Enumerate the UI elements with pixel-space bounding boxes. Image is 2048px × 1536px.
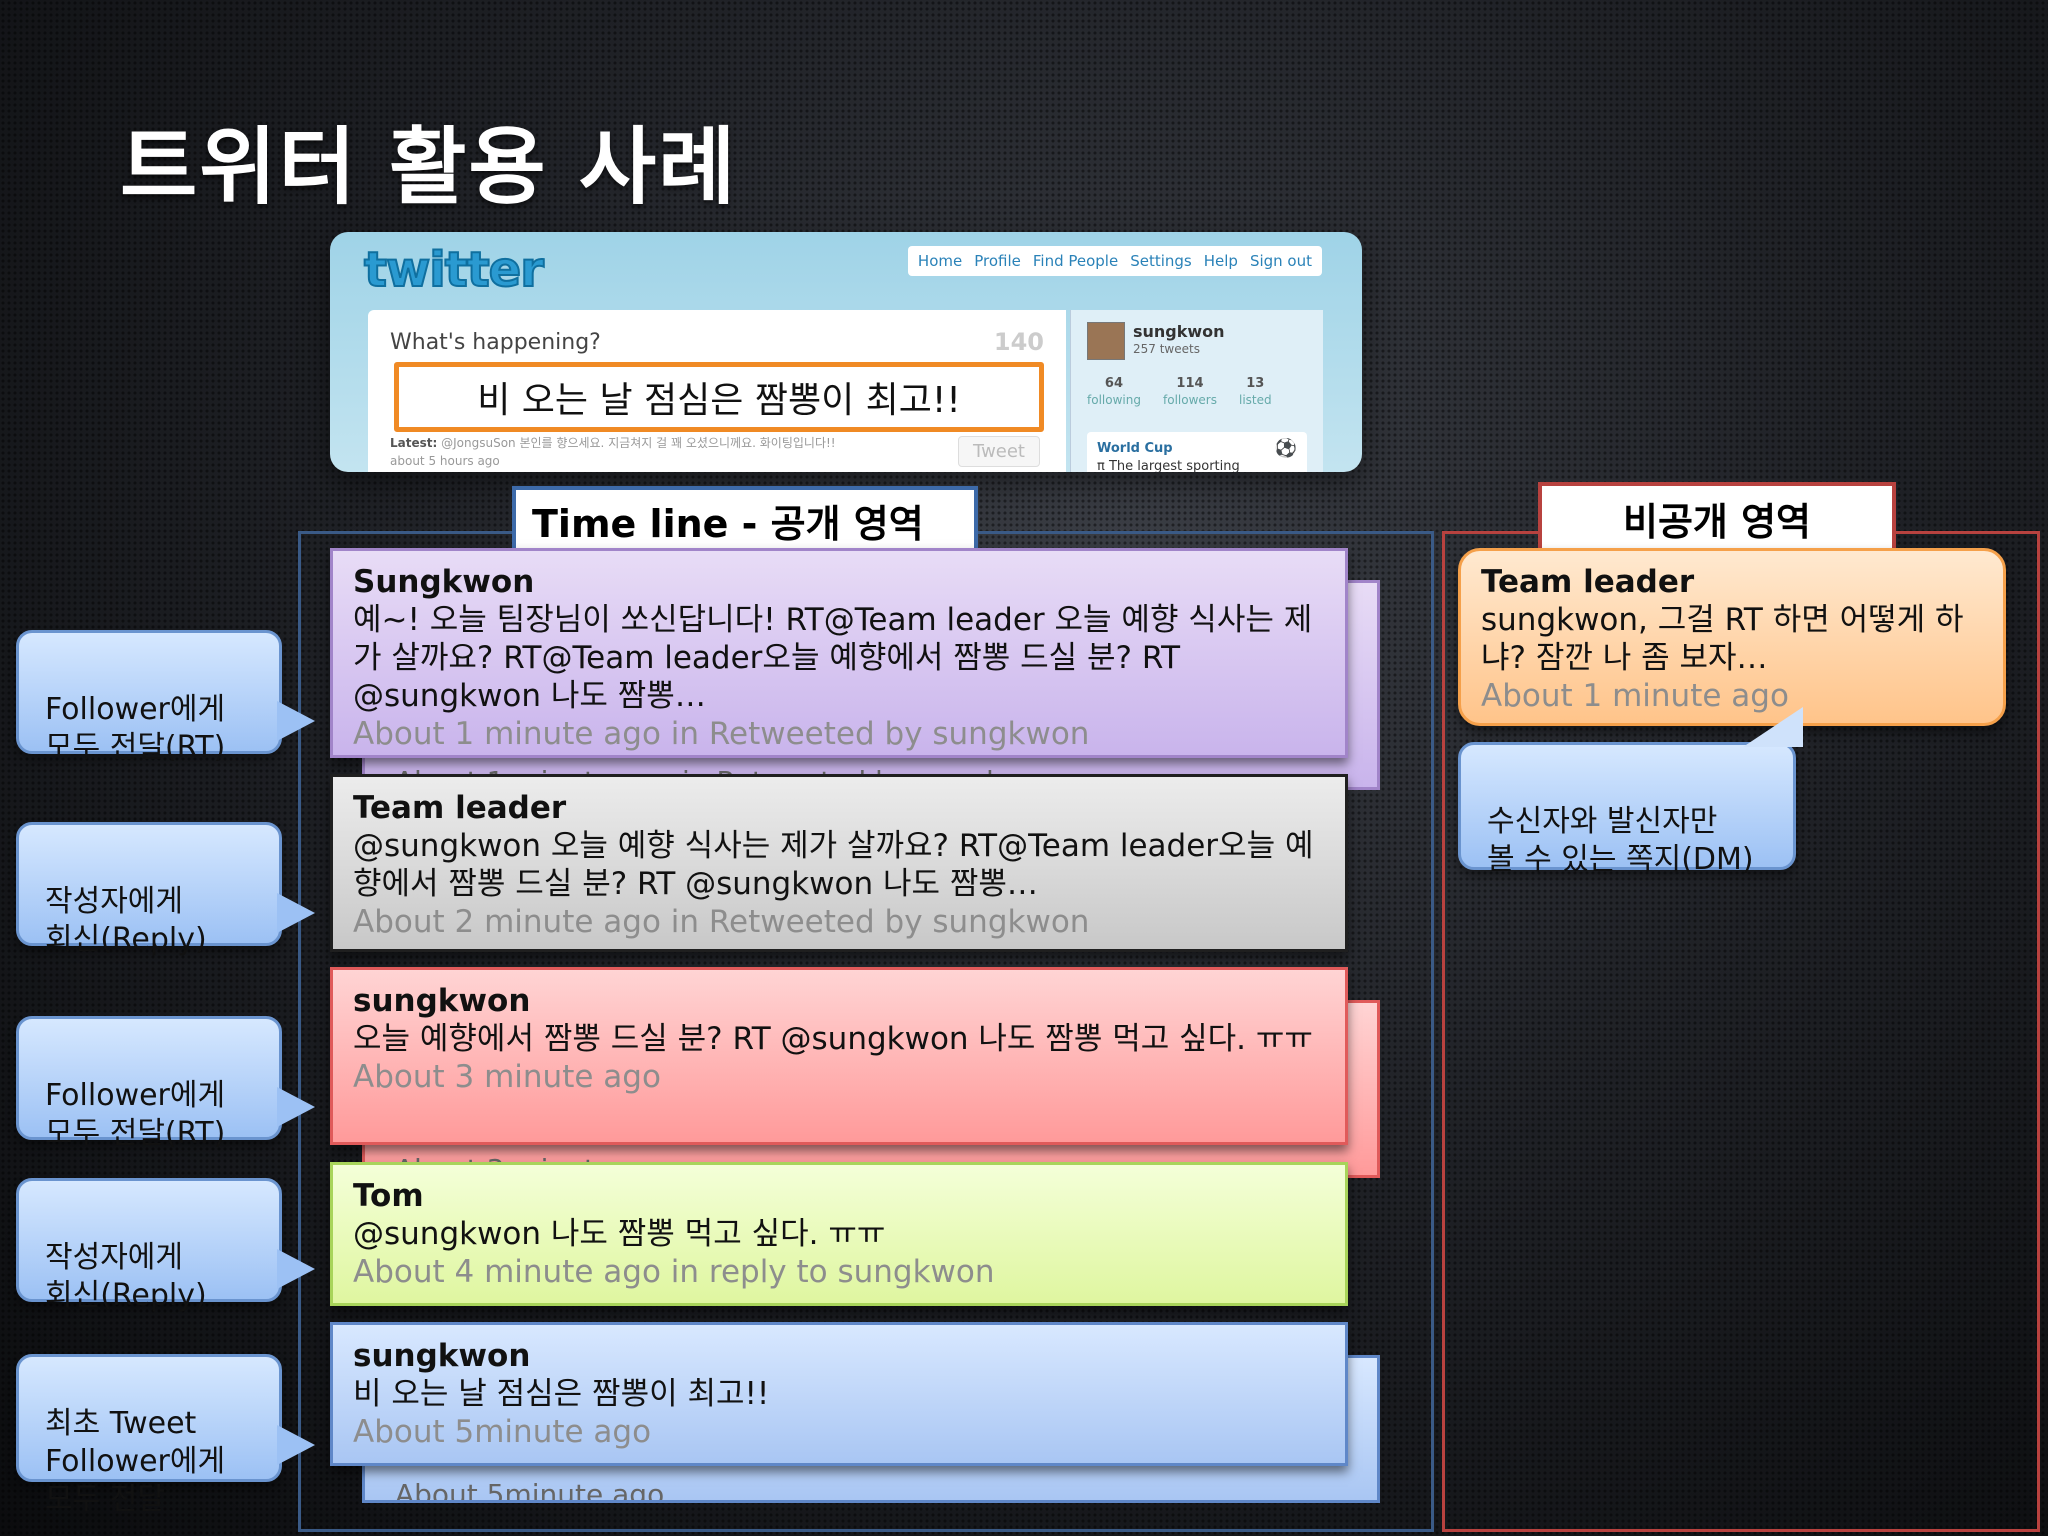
tweet-text: @sungkwon 오늘 예향 식사는 제가 살까요? RT@Team lead… xyxy=(353,828,1314,902)
tweet-input[interactable]: 비 오는 날 점심은 짬뽕이 최고!! xyxy=(394,362,1044,432)
tweet-author[interactable]: sungkwon xyxy=(353,1338,531,1374)
tweet-meta: About 1 minute ago in Retweeted by sungk… xyxy=(353,716,1090,752)
tweet-author[interactable]: Team leader xyxy=(353,790,567,826)
tweet-meta: About 2 minute ago in Retweeted by sungk… xyxy=(353,904,1090,940)
private-label: 비공개 영역 xyxy=(1538,482,1896,554)
trend-box[interactable]: World Cup π The largest sporting ⚽ xyxy=(1087,432,1307,472)
dm-card[interactable]: Team leader sungkwon, 그걸 RT 하면 어떻게 하냐? 잠… xyxy=(1458,548,2006,726)
tweet-author[interactable]: sungkwon xyxy=(353,983,531,1019)
dm-author[interactable]: Team leader xyxy=(1481,564,1695,600)
tweets-count: 257 tweets xyxy=(1133,342,1200,356)
callout-dm: 수신자와 발신자만 볼 수 있는 쪽지(DM) xyxy=(1458,707,1803,877)
tweet-card[interactable]: sungkwon 비 오는 날 점심은 짬뽕이 최고!! About 5minu… xyxy=(330,1322,1348,1466)
dm-text: sungkwon, 그걸 RT 하면 어떻게 하냐? 잠깐 나 좀 보자… xyxy=(1481,602,1964,676)
soccer-ball-icon: ⚽ xyxy=(1274,438,1297,459)
callout-retweet: Follower에게 모두 전달(RT) xyxy=(16,630,315,765)
tweet-author[interactable]: Sungkwon xyxy=(353,564,535,600)
nav-find-people[interactable]: Find People xyxy=(1032,252,1119,270)
latest-tweet: Latest: @JongsuSon 본인를 향으세요. 지금쳐지 걸 꽤 오셨… xyxy=(390,434,860,470)
tweet-meta: About 3 minute ago xyxy=(353,1059,661,1095)
twitter-screenshot: twitter Home Profile Find People Setting… xyxy=(330,232,1362,472)
nav-home[interactable]: Home xyxy=(917,252,963,270)
slide-title: 트위터 활용 사례 xyxy=(120,118,738,216)
callout-text: 최초 Tweet Follower에게 모두 전달 xyxy=(45,1406,226,1517)
compose-prompt: What's happening? xyxy=(390,330,601,355)
nav-profile[interactable]: Profile xyxy=(974,252,1021,270)
char-counter: 140 xyxy=(993,328,1044,356)
callout-text: Follower에게 모두 전달(RT) xyxy=(45,1078,226,1151)
nav-sign-out[interactable]: Sign out xyxy=(1249,252,1312,270)
callout-reply: 작성자에게 회신(Reply) xyxy=(16,822,315,957)
callout-text: 작성자에게 회신(Reply) xyxy=(45,884,207,957)
tweet-author[interactable]: Tom xyxy=(353,1178,424,1214)
timeline-label: Time line - 공개 영역 xyxy=(512,486,978,554)
tweet-card[interactable]: Team leader @sungkwon 오늘 예향 식사는 제가 살까요? … xyxy=(330,774,1348,952)
twitter-nav: Home Profile Find People Settings Help S… xyxy=(907,246,1322,276)
tweet-text: @sungkwon 나도 짬뽕 먹고 싶다. ㅠㅠ xyxy=(353,1216,886,1252)
profile-username[interactable]: sungkwon xyxy=(1133,322,1225,341)
tweet-text: 오늘 예향에서 짬뽕 드실 분? RT @sungkwon 나도 짬뽕 먹고 싶… xyxy=(353,1021,1313,1057)
dm-meta: About 1 minute ago xyxy=(1481,678,1789,714)
twitter-compose-panel: What's happening? 140 비 오는 날 점심은 짬뽕이 최고!… xyxy=(368,310,1066,472)
tweet-button[interactable]: Tweet xyxy=(958,436,1040,467)
tweet-text: 예~! 오늘 팀장님이 쏘신답니다! RT@Team leader 오늘 예향 … xyxy=(353,602,1313,714)
ghost-meta: About 5minute ago xyxy=(395,1478,665,1500)
nav-settings[interactable]: Settings xyxy=(1130,252,1192,270)
callout-text: 수신자와 발신자만 볼 수 있는 쪽지(DM) xyxy=(1487,804,1754,877)
nav-help[interactable]: Help xyxy=(1203,252,1238,270)
callout-text: 작성자에게 회신(Reply) xyxy=(45,1240,207,1313)
tweet-card[interactable]: Sungkwon 예~! 오늘 팀장님이 쏘신답니다! RT@Team lead… xyxy=(330,548,1348,758)
trend-text: π The largest sporting xyxy=(1097,459,1240,472)
tweet-text: 비 오는 날 점심은 짬뽕이 최고!! xyxy=(353,1376,770,1412)
tweet-meta: About 4 minute ago in reply to sungkwon xyxy=(353,1254,995,1290)
callout-original-tweet: 최초 Tweet Follower에게 모두 전달 xyxy=(16,1354,315,1517)
tweet-card[interactable]: sungkwon 오늘 예향에서 짬뽕 드실 분? RT @sungkwon 나… xyxy=(330,967,1348,1145)
tweet-card[interactable]: Tom @sungkwon 나도 짬뽕 먹고 싶다. ㅠㅠ About 4 mi… xyxy=(330,1162,1348,1306)
twitter-logo: twitter xyxy=(363,241,545,299)
tweet-meta: About 5minute ago xyxy=(353,1414,652,1450)
avatar[interactable] xyxy=(1087,322,1125,360)
latest-label: Latest: xyxy=(390,436,438,450)
callout-retweet: Follower에게 모두 전달(RT) xyxy=(16,1016,315,1151)
callout-text: Follower에게 모두 전달(RT) xyxy=(45,692,226,765)
callout-reply: 작성자에게 회신(Reply) xyxy=(16,1178,315,1313)
latest-text: @JongsuSon 본인를 향으세요. 지금쳐지 걸 꽤 오셨으니께요. 화이… xyxy=(390,436,836,468)
trend-title: World Cup xyxy=(1097,441,1173,456)
